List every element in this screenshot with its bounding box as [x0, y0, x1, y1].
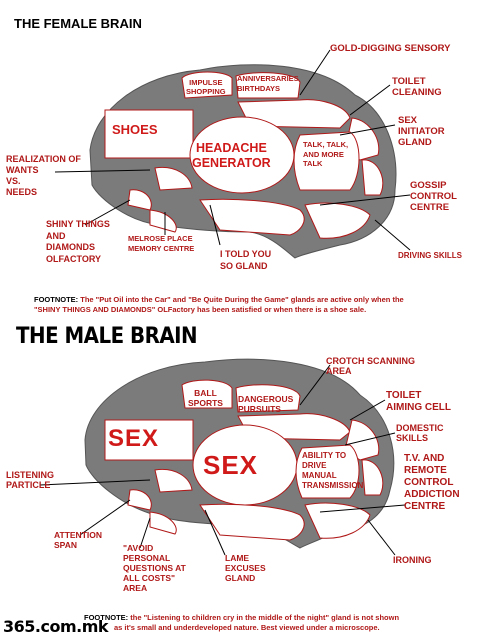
label-toilet-aiming: TOILET AIMING CELL	[386, 390, 451, 413]
male-region-ball	[181, 379, 233, 409]
male-footnote-prefix: FOOTNOTE:	[84, 613, 129, 622]
label-sex-initiator: SEX INITIATOR GLAND	[398, 115, 445, 148]
label-tv: T.V. AND REMOTE CONTROL ADDICTION CENTRE	[404, 453, 460, 512]
female-footnote: FOOTNOTE: The "Put Oil into the Car" and…	[34, 295, 404, 305]
female-title: THE FEMALE BRAIN	[14, 16, 142, 31]
label-gossip: GOSSIP CONTROL CENTRE	[410, 180, 457, 213]
label-i-told-you: I TOLD YOU SO GLAND	[220, 249, 272, 271]
label-attention: ATTENTION SPAN	[54, 530, 103, 550]
male-region-dangerous	[235, 384, 301, 413]
female-footnote-prefix: FOOTNOTE:	[34, 295, 79, 304]
label-ball-sports: BALL SPORTS	[188, 388, 223, 408]
label-driving-skills: DRIVING SKILLS	[398, 251, 463, 260]
male-region-ability	[295, 444, 360, 499]
male-region-small1	[361, 459, 384, 496]
female-region-shoes	[104, 109, 194, 159]
label-talk: TALK, TALK, AND MORE TALK	[303, 140, 349, 168]
label-ability: ABILITY TO DRIVE MANUAL TRANSMISSION	[302, 451, 364, 490]
female-region-mid	[154, 166, 193, 191]
male-region-mid	[154, 468, 193, 493]
label-impulse: IMPULSE SHOPPING	[186, 78, 226, 96]
female-region-bottom	[199, 198, 305, 236]
female-brain-shape	[89, 64, 397, 259]
female-footnote-2: "SHINY THINGS AND DIAMONDS" OLFactory ha…	[34, 305, 367, 314]
female-region-anniv	[235, 72, 301, 99]
label-shiny: SHINY THINGS AND DIAMONDS OLFACTORY	[46, 219, 110, 264]
label-crotch: CROTCH SCANNING AREA	[326, 356, 415, 376]
label-dangerous: DANGEROUS PURSUITS	[238, 394, 294, 414]
male-brain-shape	[84, 358, 395, 549]
male-region-lower	[127, 489, 152, 511]
label-realization: REALIZATION OF WANTS VS. NEEDS	[6, 154, 81, 197]
female-region-small1	[361, 159, 384, 196]
label-anniversaries: ANNIVERSARIES BIRTHDAYS	[237, 74, 299, 93]
label-domestic: DOMESTIC SKILLS	[396, 423, 444, 443]
male-footnote-text: the "Listening to children cry in the mi…	[130, 613, 400, 622]
male-footnote-2: as it's small and underdeveloped nature.…	[114, 623, 380, 632]
label-gold-digging: GOLD-DIGGING SENSORY	[330, 43, 451, 54]
male-title: THE MALE BRAIN	[16, 324, 198, 349]
label-toilet-cleaning: TOILET CLEANING	[392, 76, 442, 98]
male-region-sex1	[104, 419, 194, 461]
female-region-tail	[149, 209, 177, 233]
female-region-talk	[293, 131, 360, 191]
label-ironing: IRONING	[393, 555, 432, 565]
male-pointer-lines	[39, 364, 406, 556]
male-footnote: FOOTNOTE: the "Listening to children cry…	[84, 613, 399, 623]
female-region-impulse	[181, 71, 233, 99]
female-pointer-lines	[54, 49, 411, 251]
label-lame: LAME EXCUSES GLAND	[225, 553, 266, 583]
female-region-lowright	[304, 202, 371, 239]
label-headache: HEADACHE GENERATOR	[192, 141, 271, 170]
label-melrose: MELROSE PLACE MEMORY CENTRE	[128, 234, 195, 253]
label-sex-2: SEX	[203, 450, 259, 480]
watermark: 365.com.mk	[3, 617, 109, 636]
label-sex-1: SEX	[108, 425, 160, 452]
male-region-bottom	[199, 503, 305, 541]
label-shoes: SHOES	[112, 122, 158, 137]
label-avoid: "AVOID PERSONAL QUESTIONS AT ALL COSTS" …	[123, 543, 186, 593]
female-footnote-text: The "Put Oil into the Car" and "Be Quite…	[80, 295, 404, 304]
label-listening: LISTENING PARTICLE	[6, 470, 55, 490]
male-region-tail	[149, 511, 177, 535]
